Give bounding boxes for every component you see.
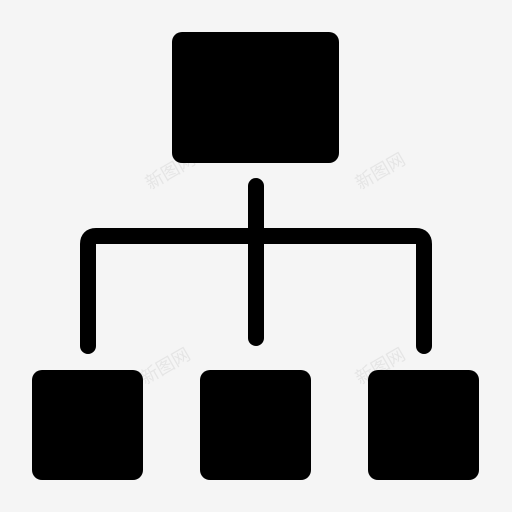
child-node-left: [32, 370, 143, 480]
watermark-text: 新图网: [137, 344, 194, 389]
watermark-group: 新图网 新图网 新图网 新图网: [137, 149, 409, 389]
connector-lines: [80, 178, 432, 354]
child-node-right: [368, 370, 479, 480]
branch-connector: [80, 228, 432, 354]
child-node-center: [200, 370, 311, 480]
watermark-text: 新图网: [352, 149, 409, 194]
parent-node: [172, 32, 339, 163]
